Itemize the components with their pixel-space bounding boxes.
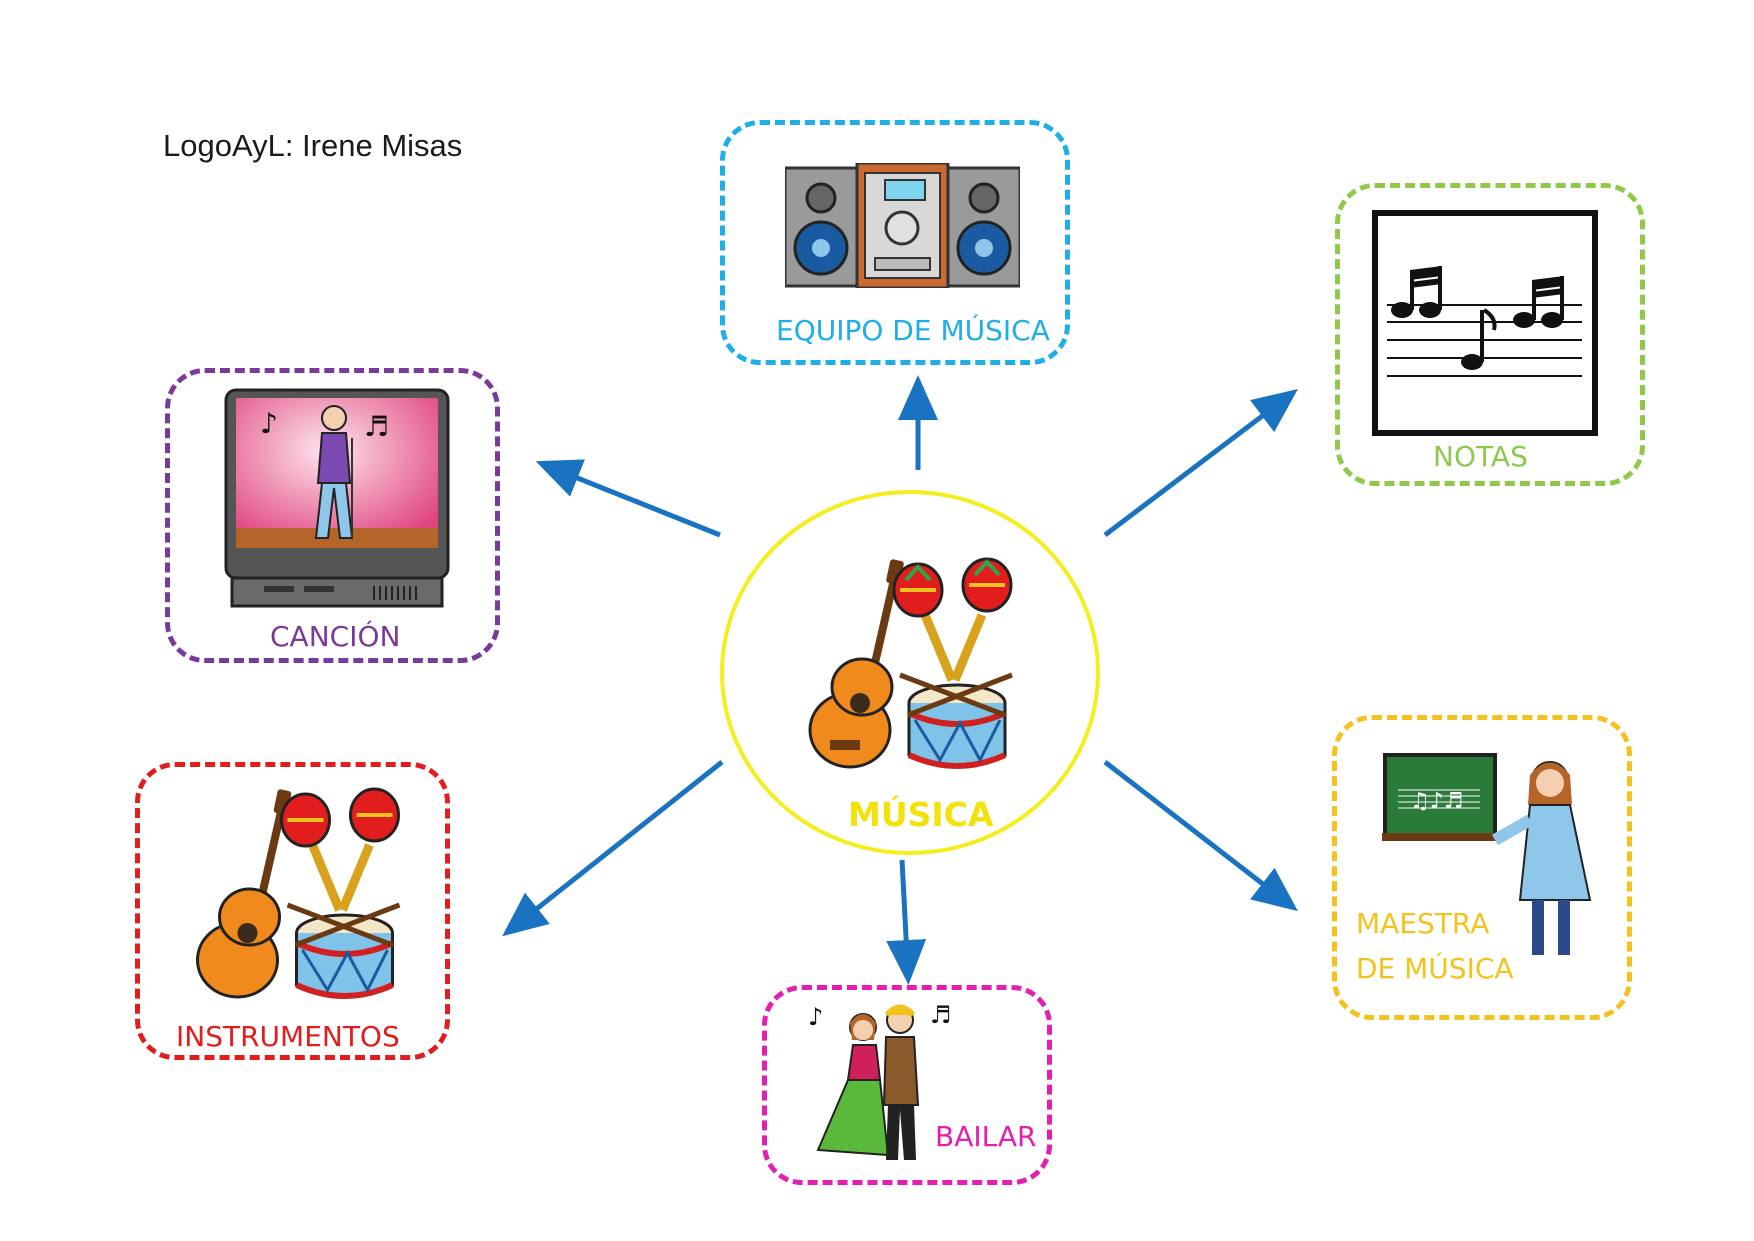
singer-tv-icon: ♪ ♬ (224, 388, 450, 608)
music-instruments-icon (808, 557, 1013, 769)
svg-text:♫♪♬: ♫♪♬ (1410, 789, 1464, 814)
node-instrumentos (135, 762, 450, 1060)
node-bailar (762, 985, 1052, 1185)
svg-text:♪: ♪ (260, 407, 278, 440)
svg-text:♬: ♬ (930, 1001, 952, 1029)
instruments-icon (196, 787, 401, 999)
label-instrumentos: INSTRUMENTOS (176, 1020, 400, 1053)
label-cancion: CANCIÓN (270, 620, 401, 653)
label-maestra-line2: DE MÚSICA (1356, 952, 1514, 985)
node-cancion (165, 368, 500, 663)
stereo-system-icon (785, 163, 1020, 288)
label-maestra-line1: MAESTRA (1356, 907, 1490, 940)
svg-text:♬: ♬ (364, 410, 389, 443)
node-notas (1335, 183, 1645, 486)
node-equipo (720, 120, 1070, 365)
label-bailar: BAILAR (935, 1120, 1037, 1153)
label-notas: NOTAS (1433, 440, 1528, 473)
arrow-to-notas (1103, 388, 1298, 537)
arrow-to-instrumentos (502, 760, 724, 937)
center-circle (720, 490, 1100, 855)
arrow-to-bailar (886, 859, 927, 985)
center-label: MÚSICA (848, 795, 994, 834)
author-credit: LogoAyL: Irene Misas (163, 128, 463, 163)
music-teacher-icon: ♫♪♬ (1382, 753, 1592, 955)
node-maestra (1332, 715, 1632, 1020)
music-notes-icon (1372, 210, 1598, 436)
dancing-couple-icon: ♪ ♬ (808, 1001, 952, 1160)
arrow-to-cancion (535, 459, 721, 538)
arrow-to-maestra (1103, 760, 1298, 912)
label-equipo: EQUIPO DE MÚSICA (776, 314, 1050, 347)
svg-text:♪: ♪ (808, 1003, 823, 1031)
